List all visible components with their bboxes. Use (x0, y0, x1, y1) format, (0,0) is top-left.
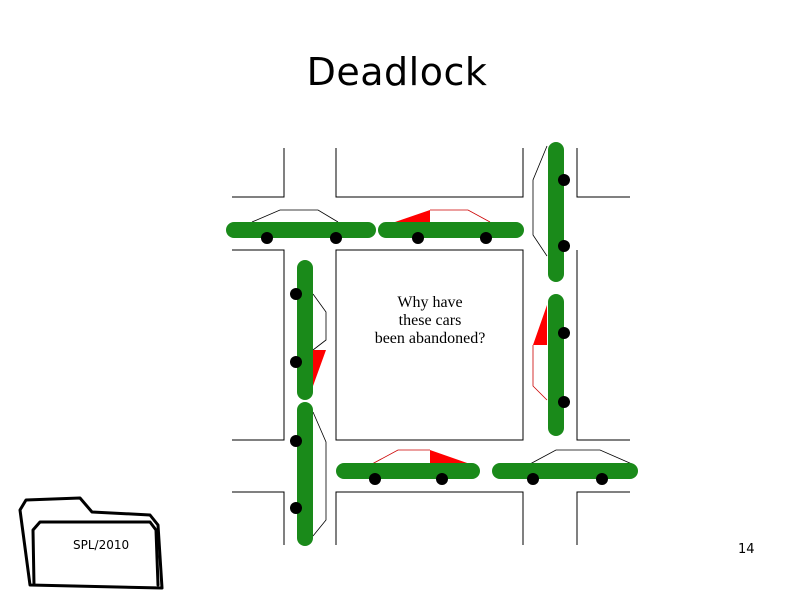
car-top-right (378, 209, 524, 244)
question-line: Why have (397, 294, 463, 311)
question-line: been abandoned? (374, 330, 486, 347)
slide-title: Deadlock (306, 50, 488, 94)
car-right-upper (532, 142, 570, 282)
car-right-lower (532, 294, 570, 436)
car-left-lower (290, 402, 327, 546)
car-bottom-left (336, 449, 480, 485)
folder-icon (18, 496, 164, 590)
car-top-left (226, 209, 376, 244)
footer-label: SPL/2010 (73, 538, 130, 552)
car-left-upper (290, 260, 327, 400)
question-text: Why have these cars been abandoned? (360, 294, 500, 348)
car-bottom-right (492, 449, 638, 485)
question-line: these cars (398, 312, 462, 329)
road-lines (232, 148, 630, 545)
page-number: 14 (738, 542, 755, 557)
